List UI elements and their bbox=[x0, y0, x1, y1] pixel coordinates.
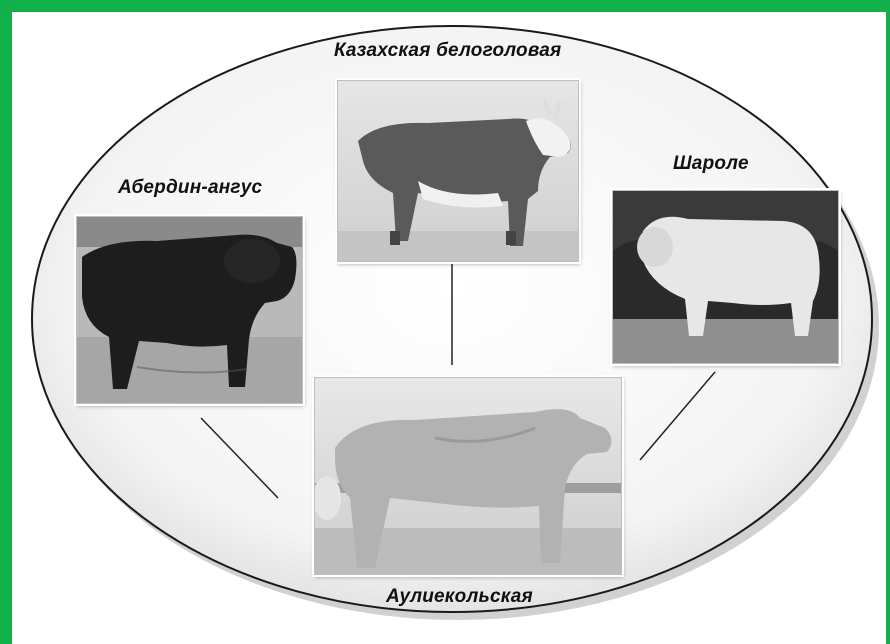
white-charolais-bull-photo bbox=[613, 191, 838, 363]
label-aberdeen-angus: Абердин-ангус bbox=[118, 177, 262, 199]
black-angus-bull-photo bbox=[77, 217, 302, 403]
label-charolais: Шароле bbox=[673, 153, 749, 175]
hereford-type-cow-photo bbox=[338, 81, 578, 261]
photo-aberdeen-angus bbox=[76, 216, 303, 404]
photo-charolais bbox=[612, 190, 839, 364]
photo-kazakh-whitehead bbox=[337, 80, 579, 262]
label-kazakh-whitehead: Казахская белоголовая bbox=[334, 40, 561, 62]
label-auliekol: Аулиекольская bbox=[386, 586, 533, 608]
photo-auliekol bbox=[314, 377, 622, 575]
light-grey-auliekol-bull-photo bbox=[315, 378, 621, 574]
